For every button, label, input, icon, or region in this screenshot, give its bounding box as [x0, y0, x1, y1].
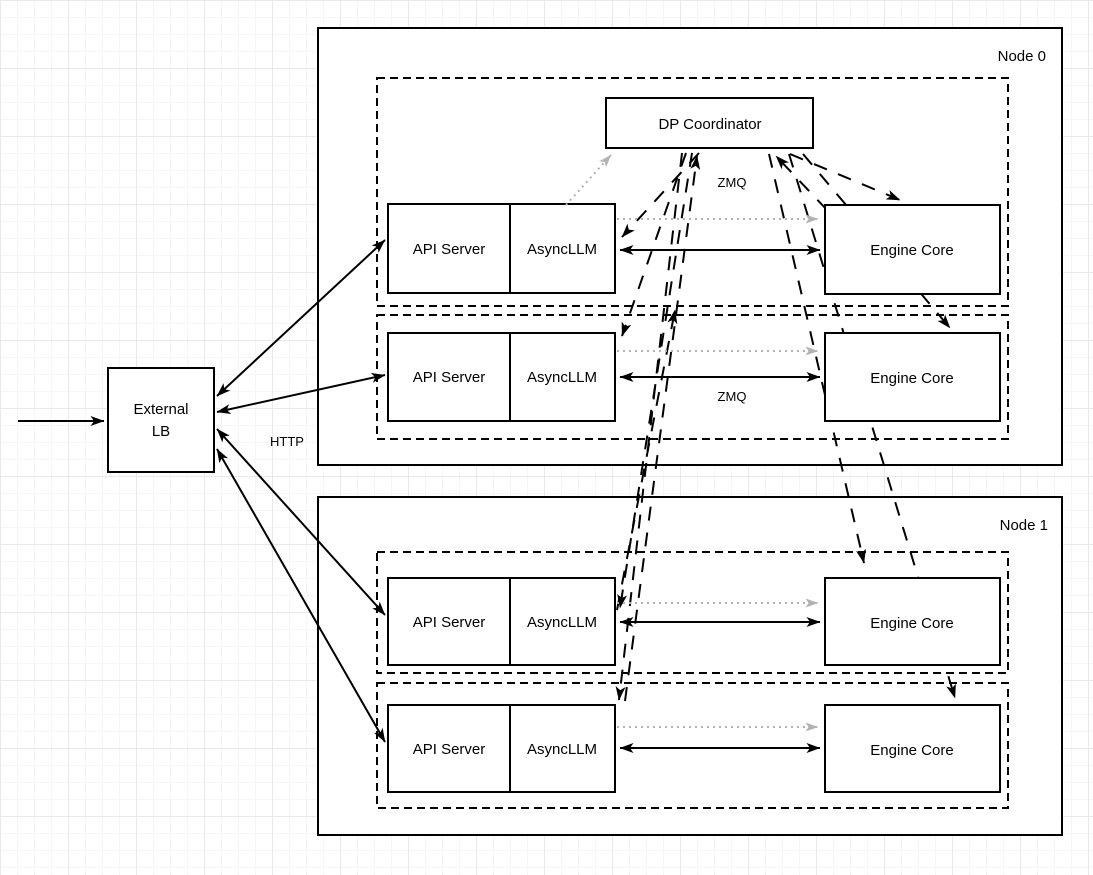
engine-core-box — [824, 332, 1001, 422]
http-link — [216, 373, 386, 414]
node0-rank0-group — [376, 77, 1009, 307]
dashed-arrow-dp-to-engine0 — [789, 153, 901, 201]
asyncllm-label: AsyncLLM — [527, 741, 597, 758]
dashed-arrow-dp-to-asyncllm0 — [621, 152, 700, 238]
zmq-coordinator-label: ZMQ — [718, 175, 747, 190]
engine-core-box — [824, 704, 1001, 793]
engine-core-label: Engine Core — [870, 742, 953, 759]
dashed-arrow-dp-to-asyncllm1 — [621, 152, 687, 337]
api-server-label: API Server — [413, 241, 486, 258]
engine-core-box — [824, 577, 1001, 666]
asyncllm-label: AsyncLLM — [527, 241, 597, 258]
http-link — [216, 448, 386, 743]
external-lb-label-line1: External — [133, 401, 188, 418]
api-server-label: API Server — [413, 369, 486, 386]
node1-label: Node 1 — [1000, 517, 1048, 534]
api-asyncllm-box — [387, 704, 616, 793]
asyncllm-label: AsyncLLM — [527, 369, 597, 386]
engine-core-label: Engine Core — [870, 242, 953, 259]
dashed-arrow-asyncllm3-to-dp — [624, 155, 701, 702]
dashed-arrow-engine0-to-dp — [775, 155, 828, 211]
api-asyncllm-box — [387, 203, 616, 294]
external-lb-label-line2: LB — [152, 423, 170, 440]
dp-coordinator-label: DP Coordinator — [658, 116, 761, 133]
external-lb-box — [107, 367, 215, 473]
http-link — [216, 239, 386, 397]
api-server-label: API Server — [413, 614, 486, 631]
dashed-arrow-dp-to-asyncllm3 — [615, 152, 683, 701]
node0-label: Node 0 — [998, 48, 1046, 65]
node1-rank3-group — [376, 682, 1009, 809]
dashed-arrow-dp-to-engine2 — [768, 153, 866, 564]
api-asyncllm-box — [387, 577, 616, 666]
asyncllm-label: AsyncLLM — [527, 614, 597, 631]
engine-core-box — [824, 204, 1001, 295]
zmq-engine-label: ZMQ — [718, 389, 747, 404]
dp-coordinator-box — [605, 97, 814, 149]
engine-core-label: Engine Core — [870, 370, 953, 387]
api-server-label: API Server — [413, 741, 486, 758]
engine-core-label: Engine Core — [870, 615, 953, 632]
api-asyncllm-box — [387, 332, 616, 422]
http-label: HTTP — [270, 434, 304, 449]
